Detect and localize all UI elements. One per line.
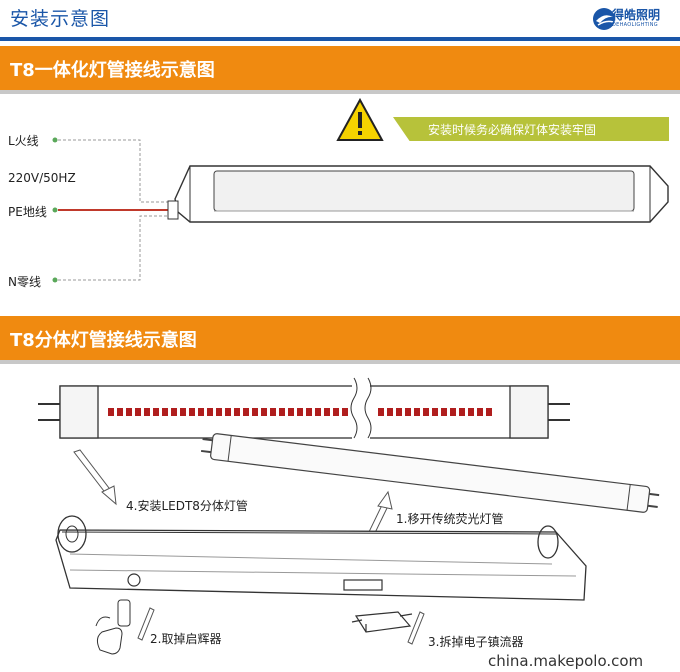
led-chip	[261, 408, 267, 416]
led-chip	[414, 408, 420, 416]
ballast-slot	[343, 579, 383, 591]
led-chip	[315, 408, 321, 416]
section1-rule	[0, 90, 680, 94]
led-chip	[252, 408, 258, 416]
led-chip	[450, 408, 456, 416]
neutral-dot	[52, 277, 58, 283]
led-chip	[225, 408, 231, 416]
arrow-install	[73, 449, 117, 506]
label-live: L火线	[8, 134, 39, 148]
logo-subtext: DEHAOLIGHTING	[612, 22, 658, 28]
split-tube-diagram	[38, 377, 660, 655]
warning-icon	[336, 97, 384, 141]
led-chip	[468, 408, 474, 416]
fixture-body	[55, 515, 587, 601]
top-header	[0, 0, 680, 38]
step-install-label: 4.安装LEDT8分体灯管	[126, 499, 248, 513]
section2-title: T8分体灯管接线示意图	[10, 330, 197, 351]
warning-banner	[393, 117, 669, 141]
watermark: china.makepolo.com	[486, 652, 646, 670]
header-rule	[0, 37, 680, 41]
led-chip	[324, 408, 330, 416]
led-chip	[207, 408, 213, 416]
section2-rule	[0, 360, 680, 364]
led-chip	[423, 408, 429, 416]
step-starter-label: 2.取掉启辉器	[150, 632, 222, 646]
fluorescent-tube	[200, 433, 660, 513]
label-neutral: N零线	[8, 275, 41, 289]
led-chip	[432, 408, 438, 416]
section1-title: T8一体化灯管接线示意图	[10, 60, 215, 81]
led-chip	[144, 408, 150, 416]
live-dot	[52, 137, 58, 143]
pencil-starter	[137, 607, 155, 641]
led-chip	[153, 408, 159, 416]
starter-socket	[127, 573, 141, 587]
led-chip	[342, 408, 348, 416]
logo-text: 得皓照明	[612, 8, 661, 22]
led-chip	[108, 408, 114, 416]
pencil-ballast	[407, 611, 425, 645]
step-ballast-label: 3.拆掉电子镇流器	[428, 635, 524, 649]
warning-text: 安装时候务必确保灯体安装牢固	[428, 123, 597, 137]
led-chip	[405, 408, 411, 416]
led-chip	[117, 408, 123, 416]
integrated-tube-diagram	[52, 97, 669, 283]
led-chip	[441, 408, 447, 416]
led-chip	[180, 408, 186, 416]
led-chip	[216, 408, 222, 416]
led-chip	[171, 408, 177, 416]
ballast-icon	[351, 611, 413, 633]
led-chip	[333, 408, 339, 416]
step-remove-label: 1.移开传统荧光灯管	[396, 512, 504, 526]
live-wire	[58, 139, 170, 203]
label-voltage: 220V/50HZ	[8, 171, 76, 185]
led-chip	[378, 408, 384, 416]
led-chip	[396, 408, 402, 416]
led-chip	[243, 408, 249, 416]
led-chip	[459, 408, 465, 416]
led-tube	[38, 377, 570, 446]
page-title: 安装示意图	[10, 8, 111, 30]
led-chip	[387, 408, 393, 416]
lamp-body	[167, 165, 669, 223]
starter-icon	[95, 599, 131, 655]
section2-bar	[0, 316, 680, 360]
led-chip	[306, 408, 312, 416]
led-chip	[288, 408, 294, 416]
led-chip	[477, 408, 483, 416]
led-chip	[486, 408, 492, 416]
led-chip	[135, 408, 141, 416]
earth-dot	[52, 207, 58, 213]
led-chip	[189, 408, 195, 416]
neutral-wire	[58, 215, 170, 281]
led-chip	[162, 408, 168, 416]
section1-diagram	[0, 94, 680, 316]
section1-bar	[0, 46, 680, 90]
led-chip	[279, 408, 285, 416]
led-chip	[234, 408, 240, 416]
led-chip	[297, 408, 303, 416]
led-chip	[198, 408, 204, 416]
led-chip	[270, 408, 276, 416]
brand-logo	[593, 8, 615, 30]
led-chip	[126, 408, 132, 416]
label-earth: PE地线	[8, 205, 47, 219]
